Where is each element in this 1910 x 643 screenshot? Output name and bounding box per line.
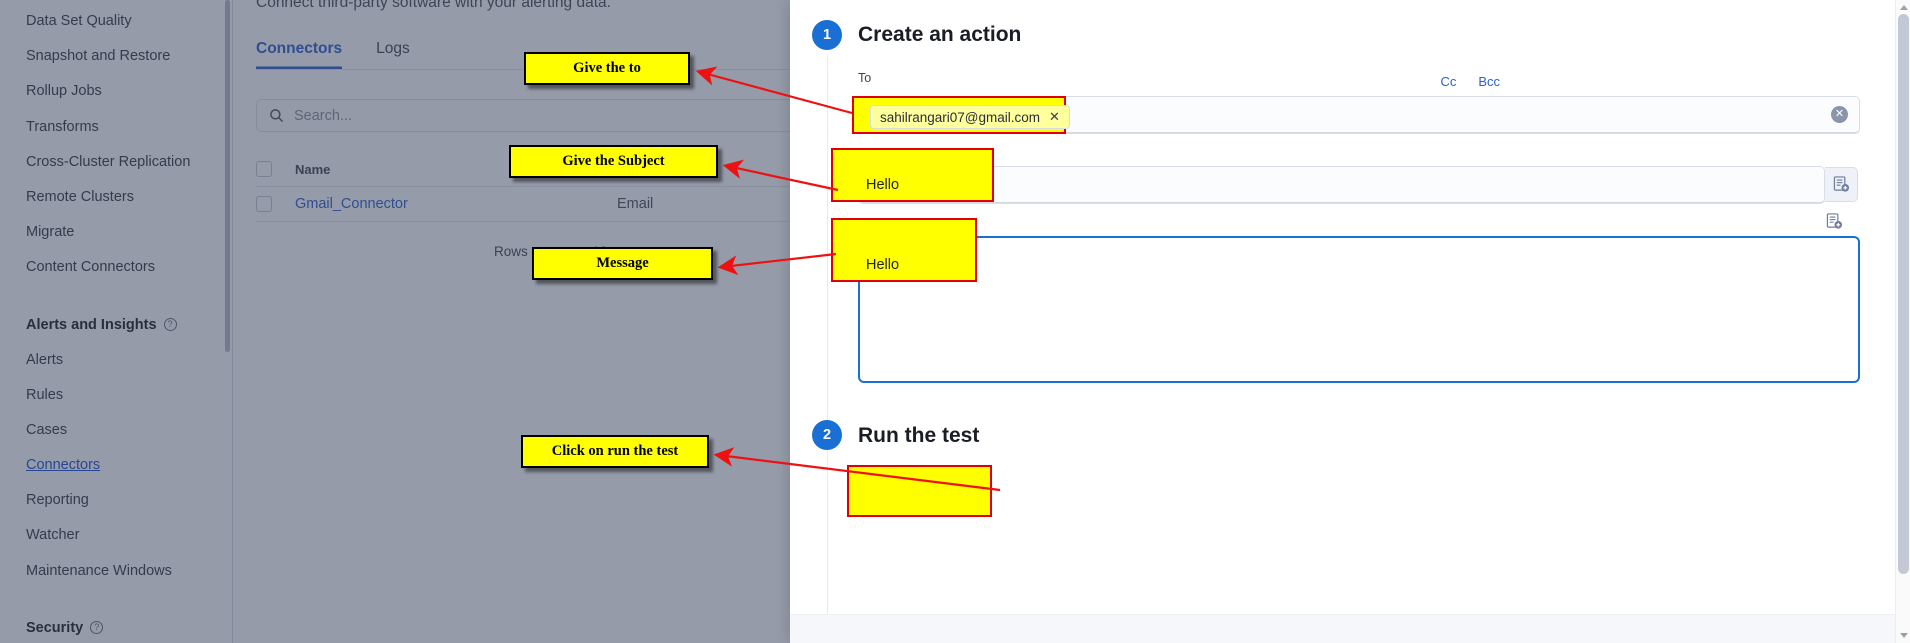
cc-bcc-links: Cc Bcc (1440, 74, 1500, 89)
sidebar-item-label: Remote Clusters (26, 188, 134, 205)
sidebar-item-cross-cluster-replication[interactable]: Cross-Cluster Replication (26, 149, 232, 175)
step-connector-rail (827, 55, 828, 643)
scrollbar-thumb[interactable] (1898, 14, 1909, 574)
cc-link[interactable]: Cc (1440, 74, 1457, 89)
sidebar-nav[interactable]: Data Set Quality Snapshot and Restore Ro… (0, 0, 233, 643)
sidebar-item-transforms[interactable]: Transforms (26, 114, 232, 140)
subject-input[interactable] (858, 166, 1825, 204)
search-icon (270, 109, 283, 122)
page-subtitle: Connect third-party software with your a… (256, 0, 611, 11)
to-label: To (858, 71, 872, 85)
remove-recipient-icon[interactable]: ✕ (1049, 109, 1060, 124)
sidebar-item-label: Cases (26, 421, 68, 438)
sidebar-item-label: Snapshot and Restore (26, 48, 171, 65)
sidebar-item-label: Migrate (26, 224, 75, 241)
search-input[interactable]: Search... (256, 99, 790, 132)
step-1-title: Create an action (858, 23, 1022, 46)
main-content: Connect third-party software with your a… (233, 0, 790, 643)
select-all-checkbox[interactable] (256, 161, 272, 177)
add-variable-icon (1833, 176, 1849, 192)
callout-give-the-to: Give the to (524, 52, 690, 85)
message-textarea[interactable] (858, 236, 1860, 383)
flyout-footer (790, 614, 1895, 643)
subject-value: Hello (866, 177, 900, 193)
sidebar-item-label: Watcher (26, 527, 80, 544)
sidebar-item-rules[interactable]: Rules (26, 382, 232, 408)
tab-connectors[interactable]: Connectors (256, 40, 342, 69)
help-circle-icon[interactable]: ? (90, 621, 104, 635)
sidebar-item-label: Cross-Cluster Replication (26, 153, 191, 170)
message-value: Hello (866, 257, 900, 273)
sidebar-item-label: Reporting (26, 492, 89, 509)
sidebar-item-label: Transforms (26, 118, 99, 135)
sidebar-group-label: Alerts and Insights (26, 316, 157, 333)
nav-spacer (26, 290, 232, 312)
sidebar-item-label: Alerts (26, 351, 64, 368)
nav-spacer (26, 593, 232, 615)
highlight-message-field (831, 218, 977, 282)
sidebar-item-content-connectors[interactable]: Content Connectors (26, 254, 232, 280)
tab-label: Logs (376, 40, 410, 57)
connector-type: Email (617, 196, 654, 212)
sidebar-item-label: Content Connectors (26, 259, 155, 276)
app-backdrop: Data Set Quality Snapshot and Restore Ro… (0, 0, 790, 643)
sidebar-item-migrate[interactable]: Migrate (26, 219, 232, 245)
tab-label: Connectors (256, 40, 343, 57)
add-variable-message-button[interactable] (1826, 213, 1843, 235)
callout-click-on-run-the-test: Click on run the test (521, 435, 709, 468)
connector-name-link[interactable]: Gmail_Connector (295, 196, 408, 212)
close-icon: ✕ (1834, 108, 1845, 120)
callout-text: Give the to (573, 60, 641, 76)
recipient-email: sahilrangari07@gmail.com (880, 109, 1041, 125)
tab-logs[interactable]: Logs (376, 40, 410, 69)
table-row[interactable]: Gmail_Connector Email (256, 187, 790, 222)
callout-text: Message (596, 255, 649, 271)
callout-text: Click on run the test (551, 443, 679, 459)
sidebar-item-label: Rules (26, 386, 64, 403)
sidebar-group-alerts-and-insights: Alerts and Insights ? (26, 312, 232, 338)
sidebar-item-remote-clusters[interactable]: Remote Clusters (26, 184, 232, 210)
column-header-name[interactable]: Name (295, 161, 331, 177)
sidebar-item-alerts[interactable]: Alerts (26, 347, 232, 373)
sidebar-item-label: Rollup Jobs (26, 83, 102, 100)
help-circle-icon[interactable]: ? (163, 318, 177, 331)
callout-message: Message (532, 247, 713, 280)
callout-give-the-subject: Give the Subject (509, 145, 718, 178)
highlight-run-button (847, 465, 992, 517)
row-checkbox[interactable] (256, 196, 272, 212)
recipient-chip[interactable]: sahilrangari07@gmail.com ✕ (870, 105, 1070, 129)
highlight-subject-field (831, 148, 994, 202)
scroll-up-arrow-icon[interactable] (1900, 5, 1908, 10)
scroll-down-arrow-icon[interactable] (1900, 633, 1908, 638)
sidebar-item-cases[interactable]: Cases (26, 417, 232, 443)
sidebar-group-label: Security (26, 619, 84, 636)
clear-to-field-icon[interactable]: ✕ (1831, 106, 1848, 123)
step-2-title: Run the test (858, 424, 980, 447)
sidebar-item-snapshot-and-restore[interactable]: Snapshot and Restore (26, 43, 232, 69)
sidebar-item-label: Maintenance Windows (26, 562, 172, 579)
add-variable-subject-button[interactable] (1825, 167, 1858, 202)
sidebar-item-data-set-quality[interactable]: Data Set Quality (26, 8, 232, 34)
step-number: 2 (822, 427, 832, 443)
sidebar-scrollbar[interactable] (225, 0, 230, 352)
sidebar-item-maintenance-windows[interactable]: Maintenance Windows (26, 558, 232, 584)
step-1-badge: 1 (812, 20, 842, 50)
callout-text: Give the Subject (562, 153, 665, 169)
bcc-link[interactable]: Bcc (1478, 74, 1500, 89)
sidebar-item-label: Connectors (26, 457, 101, 474)
sidebar-item-rollup-jobs[interactable]: Rollup Jobs (26, 78, 232, 104)
sidebar-item-connectors[interactable]: Connectors (26, 452, 232, 478)
sidebar-group-security: Security ? (26, 615, 232, 641)
sidebar-item-reporting[interactable]: Reporting (26, 487, 232, 513)
step-2-badge: 2 (812, 420, 842, 450)
add-variable-icon (1826, 213, 1843, 229)
step-number: 1 (822, 27, 832, 43)
tab-bar: Connectors Logs (256, 40, 790, 70)
search-placeholder: Search... (294, 107, 353, 124)
sidebar-item-watcher[interactable]: Watcher (26, 522, 232, 548)
sidebar-item-label: Data Set Quality (26, 13, 132, 29)
browser-scrollbar[interactable] (1895, 0, 1910, 643)
